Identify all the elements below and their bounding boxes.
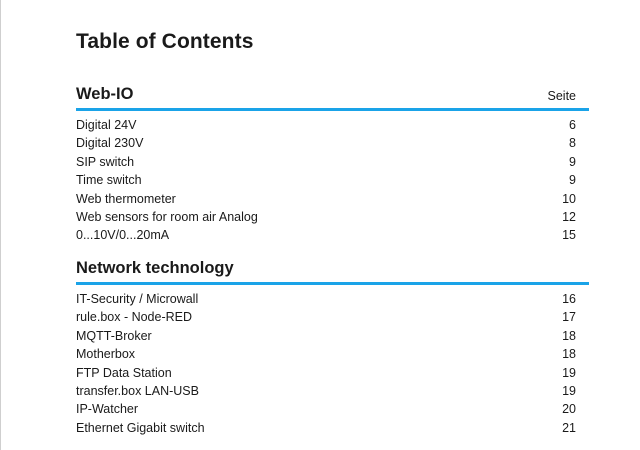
- toc-entry-page: 16: [562, 292, 576, 306]
- toc-entry-list: IT-Security / Microwall 16 rule.box - Nod…: [76, 290, 589, 437]
- toc-entry-page: 15: [562, 228, 576, 243]
- toc-entry[interactable]: Time switch 9: [76, 171, 589, 189]
- toc-entry-page: 19: [562, 383, 576, 398]
- toc-entry-page: 10: [562, 191, 576, 206]
- toc-section-web-io: Web-IO Seite Digital 24V 6 Digital 230V 8 …: [76, 85, 589, 245]
- section-page-column-label: Seite: [547, 89, 577, 103]
- section-title: Network technology: [76, 259, 234, 277]
- toc-entry[interactable]: Ethernet Gigabit switch 21: [76, 419, 589, 437]
- toc-entry[interactable]: IP-Watcher 20: [76, 400, 589, 418]
- toc-entry[interactable]: SIP switch 9: [76, 153, 589, 171]
- toc-entry[interactable]: MQTT-Broker 18: [76, 327, 589, 345]
- toc-entry-page: 17: [562, 310, 576, 325]
- toc-entry[interactable]: Web sensors for room air Analog 12: [76, 208, 589, 226]
- toc-entry-page: 18: [562, 328, 576, 343]
- toc-entry-label: Motherbox: [76, 347, 136, 362]
- toc-entry-label: FTP Data Station: [76, 365, 172, 380]
- toc-entry[interactable]: rule.box - Node-RED 17: [76, 308, 589, 326]
- section-header: Network technology: [76, 259, 589, 285]
- toc-entry[interactable]: 0...10V/0...20mA 15: [76, 226, 589, 244]
- page-title: Table of Contents: [76, 30, 254, 53]
- toc-entry[interactable]: Digital 24V 6: [76, 116, 589, 134]
- toc-entry-page: 9: [569, 173, 576, 188]
- section-title: Web-IO: [76, 85, 134, 103]
- toc-entry-label: Digital 230V: [76, 136, 144, 151]
- toc-entry-label: IP-Watcher: [76, 402, 139, 417]
- toc-entry-label: 0...10V/0...20mA: [76, 228, 170, 243]
- toc-entry-page: 12: [562, 209, 576, 224]
- toc-entry-label: rule.box - Node-RED: [76, 310, 193, 325]
- toc-entry-label: SIP switch: [76, 154, 135, 169]
- toc-entry-label: Digital 24V: [76, 118, 137, 132]
- toc-entry-label: Ethernet Gigabit switch: [76, 420, 205, 435]
- toc-entry-page: 8: [569, 136, 576, 151]
- toc-entry[interactable]: transfer.box LAN-USB 19: [76, 382, 589, 400]
- toc-entry-page: 6: [569, 118, 576, 132]
- toc-entry-label: MQTT-Broker: [76, 328, 152, 343]
- page-edge: [0, 0, 1, 450]
- toc-entry[interactable]: IT-Security / Microwall 16: [76, 290, 589, 308]
- toc-entry-page: 18: [562, 347, 576, 362]
- section-header: Web-IO Seite: [76, 85, 589, 111]
- toc-entry-page: 9: [569, 154, 576, 169]
- toc-section-network-technology: Network technology IT-Security / Microwa…: [76, 259, 589, 437]
- toc-entry-page: 19: [562, 365, 576, 380]
- toc-entry-list: Digital 24V 6 Digital 230V 8 SIP switch 9 T…: [76, 116, 589, 245]
- toc-entry-label: transfer.box LAN-USB: [76, 383, 199, 398]
- toc-entry-label: IT-Security / Microwall: [76, 292, 199, 306]
- toc-entry-label: Time switch: [76, 173, 142, 188]
- toc-entry[interactable]: FTP Data Station 19: [76, 364, 589, 382]
- toc-entry[interactable]: Web thermometer 10: [76, 190, 589, 208]
- toc-entry[interactable]: Digital 230V 8: [76, 134, 589, 152]
- toc-entry-page: 21: [562, 420, 576, 435]
- toc-entry-label: Web thermometer: [76, 191, 176, 206]
- toc-entry[interactable]: Motherbox 18: [76, 345, 589, 363]
- toc-entry-label: Web sensors for room air Analog: [76, 209, 258, 224]
- toc-entry-page: 20: [562, 402, 576, 417]
